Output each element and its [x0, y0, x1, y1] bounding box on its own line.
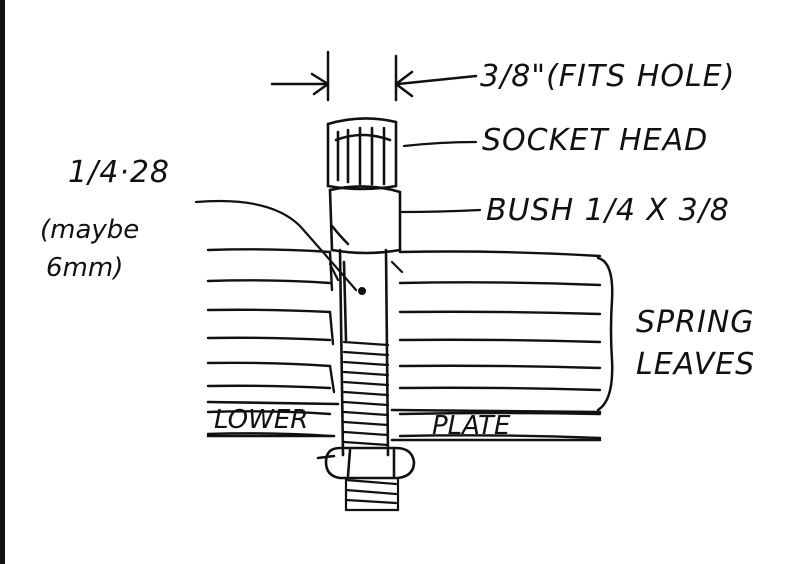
thread-size-label: 1/4·28 [68, 155, 170, 190]
plate-label: PLATE [432, 411, 511, 441]
spring-leaves-right [398, 250, 602, 440]
page-edge [0, 0, 5, 564]
hex-nut [316, 446, 416, 480]
lower-plate [206, 400, 602, 442]
thread-metric-label: 6mm) [46, 253, 123, 283]
socket-head [326, 117, 398, 191]
bolt-threads [342, 340, 400, 512]
dimension-label: 3/8"(FITS HOLE) [480, 59, 735, 94]
bushing [328, 185, 402, 255]
spring-label-line2: LEAVES [636, 347, 755, 382]
thread-dot [358, 287, 366, 295]
bush-label: BUSH 1/4 X 3/8 [486, 193, 730, 228]
thread-maybe-label: (maybe [40, 215, 139, 245]
dimension-arrows [270, 50, 478, 102]
socket-head-label: SOCKET HEAD [482, 123, 708, 158]
leader-lines [194, 140, 482, 292]
lower-label: LOWER [214, 405, 308, 435]
spring-bracket [596, 256, 614, 412]
spring-label-line1: SPRING [636, 305, 755, 340]
